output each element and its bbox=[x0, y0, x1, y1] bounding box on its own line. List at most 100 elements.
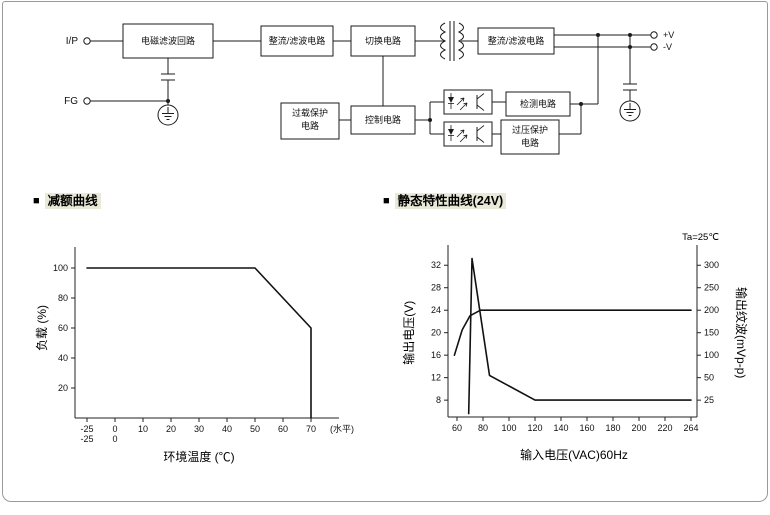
diagram-box-switching bbox=[350, 25, 416, 57]
section-marker-icon: ■ bbox=[383, 194, 390, 207]
y-axis-title: 负载 (%) bbox=[35, 305, 49, 351]
wire bbox=[465, 102, 468, 107]
wire bbox=[476, 136, 485, 143]
wire bbox=[476, 125, 485, 132]
section-title-static-characteristic: 静态特性曲线(24V) bbox=[394, 193, 507, 209]
emi-filter-label: 电磁滤波回路 bbox=[141, 35, 195, 46]
optocoupler-icon bbox=[448, 93, 485, 111]
optocoupler-icon bbox=[448, 125, 485, 143]
x-tick-label: 264 bbox=[683, 423, 698, 433]
x-tick-label: 20 bbox=[166, 424, 176, 434]
wire bbox=[456, 97, 465, 106]
y-tick-label-left: 16 bbox=[431, 350, 441, 360]
y-tick-label-left: 12 bbox=[431, 373, 441, 383]
x-tick-label: 100 bbox=[501, 423, 516, 433]
x-tick-label: 120 bbox=[527, 423, 542, 433]
section-header-derating: ■ 减额曲线 bbox=[33, 193, 101, 209]
y-tick-label-left: 32 bbox=[431, 260, 441, 270]
diagram-wires bbox=[90, 34, 651, 135]
x-tick-label-row2: -25 bbox=[80, 434, 93, 444]
diagram-shape bbox=[157, 104, 179, 126]
fg-terminal bbox=[83, 97, 91, 105]
wire bbox=[456, 129, 465, 138]
y-tick-label-right: 200 bbox=[704, 305, 719, 315]
y-tick-label: 40 bbox=[58, 353, 68, 363]
switching-label: 切换电路 bbox=[365, 35, 401, 46]
diagram-shape bbox=[440, 22, 447, 60]
x-tick-label: 200 bbox=[631, 423, 646, 433]
diagram-box-overvoltage-protection bbox=[500, 119, 560, 155]
x-tick-label: 70 bbox=[306, 424, 316, 434]
x-tick-label: 80 bbox=[478, 423, 488, 433]
curve-load_vs_temperature bbox=[86, 267, 312, 419]
junction-dot bbox=[628, 33, 632, 37]
section-title-derating: 减额曲线 bbox=[44, 193, 101, 209]
diagram-box-overload-protection bbox=[280, 102, 340, 140]
earth-ground-icon bbox=[157, 104, 179, 126]
y-tick-label-right: 25 bbox=[704, 395, 714, 405]
y-tick-label-left: 8 bbox=[436, 395, 441, 405]
curve-output_voltage bbox=[453, 309, 692, 356]
fg-terminal-label: FG bbox=[64, 96, 78, 107]
junction-dot bbox=[628, 45, 632, 49]
y-tick-label-left: 28 bbox=[431, 283, 441, 293]
diagram-box-control bbox=[350, 105, 416, 135]
diagram-shape bbox=[448, 97, 454, 103]
y-tick-label-right: 300 bbox=[704, 260, 719, 270]
capacitor-icon bbox=[161, 73, 175, 81]
overload-protection-label-line1: 过载保护 bbox=[292, 107, 328, 118]
block-diagram: I/P FG 电磁滤波回路 整流/滤波电路 切换电路 整流/滤波电路 +V -V… bbox=[64, 21, 674, 155]
x-tick-label: -25 bbox=[80, 424, 93, 434]
y-tick-label-left: 20 bbox=[431, 328, 441, 338]
wire bbox=[476, 104, 485, 111]
earth-ground-icon bbox=[619, 100, 641, 122]
y-axis-title-left: 输出电压(V) bbox=[401, 301, 416, 365]
capacitor-icon bbox=[623, 83, 637, 91]
y-tick-label-right: 250 bbox=[704, 283, 719, 293]
junction-dot bbox=[596, 33, 600, 37]
x-axis-title: 环境温度 (℃) bbox=[163, 449, 234, 464]
x-tick-label: 10 bbox=[138, 424, 148, 434]
y-tick-label-right: 100 bbox=[704, 350, 719, 360]
wire bbox=[463, 134, 468, 137]
detection-label: 检测电路 bbox=[520, 98, 556, 109]
wire bbox=[476, 93, 485, 100]
wire bbox=[463, 102, 468, 105]
y-tick-label-right: 50 bbox=[704, 373, 714, 383]
output-neg-terminal bbox=[650, 43, 658, 51]
diagram-shape bbox=[448, 129, 454, 135]
x-axis-title: 输入电压(VAC)60Hz bbox=[520, 447, 628, 462]
x-tick-label: 180 bbox=[605, 423, 620, 433]
diagram-shape bbox=[619, 100, 641, 122]
x-tick-label: 60 bbox=[452, 423, 462, 433]
y-tick-label-left: 24 bbox=[431, 305, 441, 315]
diagram-box-emi-filter bbox=[122, 23, 214, 59]
x-tick-label: 220 bbox=[657, 423, 672, 433]
rectifier-filter-in-label: 整流/滤波电路 bbox=[269, 35, 326, 46]
wire bbox=[465, 134, 468, 139]
rectifier-filter-out-label: 整流/滤波电路 bbox=[488, 35, 545, 46]
x-tick-label: 160 bbox=[579, 423, 594, 433]
output-pos-terminal bbox=[650, 31, 658, 39]
temperature-annotation: Ta=25℃ bbox=[682, 232, 719, 243]
x-tick-label: 60 bbox=[278, 424, 288, 434]
x-tick-label: 0 bbox=[112, 424, 117, 434]
wire bbox=[459, 134, 468, 143]
wire bbox=[460, 97, 465, 100]
x-tick-label: 40 bbox=[222, 424, 232, 434]
wire bbox=[459, 102, 468, 111]
diagram-box-detection bbox=[505, 91, 571, 117]
diagram-shape bbox=[457, 22, 464, 60]
x-tick-label: 30 bbox=[194, 424, 204, 434]
overvoltage-protection-label-line1: 过压保护 bbox=[512, 124, 548, 135]
junction-dot bbox=[166, 99, 170, 103]
diagram-box-rectifier-filter-out bbox=[477, 27, 555, 55]
transformer-icon bbox=[440, 21, 464, 61]
input-terminal-label: I/P bbox=[66, 36, 79, 47]
diagram-box-rectifier-filter-in bbox=[260, 25, 334, 57]
x-axis-suffix: (水平) bbox=[330, 423, 354, 434]
curve-output_ripple bbox=[467, 257, 692, 415]
x-tick-label: 50 bbox=[250, 424, 260, 434]
